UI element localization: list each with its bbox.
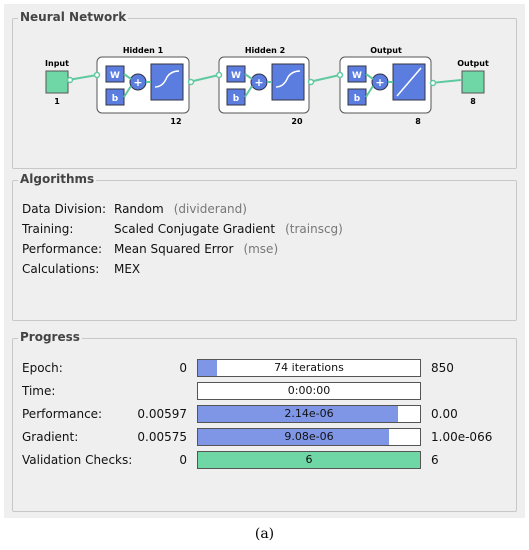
- input-size: 1: [54, 97, 60, 106]
- hidden2-tansig-icon: [275, 70, 301, 88]
- progress-end-value: 6: [431, 453, 439, 467]
- hidden2-transfer-block: [271, 63, 305, 101]
- progress-bar-fill: [198, 452, 420, 468]
- hidden1-weight-label: W: [110, 71, 120, 81]
- progress-end-value: 850: [431, 361, 454, 375]
- training-window: Neural Network Input 1 Hidden 1 W: [4, 4, 525, 518]
- progress-start-value: 0.00575: [137, 430, 187, 444]
- algorithm-function-code: (dividerand): [173, 202, 247, 216]
- algorithm-value-text: MEX: [114, 262, 141, 276]
- progress-end-value: 1.00e-066: [431, 430, 493, 444]
- neural-network-panel: Neural Network Input 1 Hidden 1 W: [12, 10, 517, 169]
- hidden2-bias-label: b: [233, 94, 240, 104]
- progress-start-value: 0: [179, 453, 187, 467]
- output-purelin-icon: [396, 67, 422, 97]
- algorithm-function-code: (mse): [243, 242, 279, 256]
- progress-start-value: 0: [179, 361, 187, 375]
- hidden1-bias-label: b: [112, 94, 119, 104]
- progress-label: Time:: [22, 384, 56, 398]
- algorithm-value: Random (dividerand): [114, 202, 247, 216]
- algorithm-value-text: Random: [114, 202, 164, 216]
- progress-label: Gradient:: [22, 430, 79, 444]
- progress-bar-text: 6: [305, 453, 313, 466]
- output-node: [461, 70, 485, 94]
- progress-title: Progress: [18, 330, 82, 344]
- algorithm-value: MEX: [114, 262, 150, 276]
- output-plus-symbol: +: [375, 76, 384, 89]
- output-bias-label: b: [354, 94, 361, 104]
- algorithm-value: Mean Squared Error (mse): [114, 242, 278, 256]
- hidden2-plus-symbol: +: [254, 76, 263, 89]
- algorithm-label: Data Division:: [22, 202, 107, 216]
- neural-network-title: Neural Network: [18, 10, 129, 24]
- progress-bar-text: 2.14e-06: [284, 407, 334, 420]
- algorithm-value: Scaled Conjugate Gradient (trainscg): [114, 222, 343, 236]
- figure-caption: (a): [254, 526, 275, 542]
- progress-bar: 2.14e-06: [197, 405, 421, 423]
- progress-bar-fill: [198, 429, 389, 445]
- hidden1-plus-symbol: +: [133, 76, 142, 89]
- progress-end-value: 0.00: [431, 407, 458, 421]
- progress-bar: 6: [197, 451, 421, 469]
- progress-bar: 74 iterations: [197, 359, 421, 377]
- progress-bar-fill: [198, 406, 398, 422]
- algorithm-label: Training:: [22, 222, 74, 236]
- progress-label: Epoch:: [22, 361, 63, 375]
- algorithms-title: Algorithms: [18, 172, 97, 186]
- hidden1-size: 12: [170, 117, 181, 126]
- algorithm-value-text: Mean Squared Error: [114, 242, 234, 256]
- hidden1-label: Hidden 1: [123, 46, 164, 55]
- progress-bar: 0:00:00: [197, 382, 421, 400]
- progress-bar-text: 0:00:00: [287, 384, 331, 397]
- progress-bar: 9.08e-06: [197, 428, 421, 446]
- hidden2-label: Hidden 2: [245, 46, 285, 55]
- hidden2-weight-label: W: [231, 71, 241, 81]
- algorithm-label: Performance:: [22, 242, 103, 256]
- hidden1-transfer-block: [150, 63, 184, 101]
- hidden1-tansig-icon: [154, 70, 180, 88]
- progress-bar-text: 9.08e-06: [284, 430, 334, 443]
- network-diagram: Input 1 Hidden 1 W b + 12 Hidden 2 W b: [45, 46, 489, 126]
- progress-bar-text: 74 iterations: [274, 361, 344, 374]
- progress-label: Validation Checks:: [22, 453, 133, 467]
- output-layer-size: 8: [415, 117, 421, 126]
- input-label: Input: [45, 59, 69, 68]
- output-layer-label: Output: [370, 46, 402, 55]
- hidden2-size: 20: [291, 117, 303, 126]
- algorithms-panel: Algorithms Data Division: Random (dividera…: [12, 172, 517, 321]
- algorithm-label: Calculations:: [22, 262, 100, 276]
- output-label: Output: [457, 59, 489, 68]
- algorithm-value-text: Scaled Conjugate Gradient: [114, 222, 276, 236]
- output-weight-label: W: [352, 71, 362, 81]
- progress-label: Performance:: [22, 407, 103, 421]
- progress-start-value: 0.00597: [137, 407, 187, 421]
- progress-bar-fill: [198, 360, 218, 376]
- algorithm-function-code: (trainscg): [285, 222, 343, 236]
- output-size: 8: [470, 97, 476, 106]
- input-node: [45, 70, 69, 94]
